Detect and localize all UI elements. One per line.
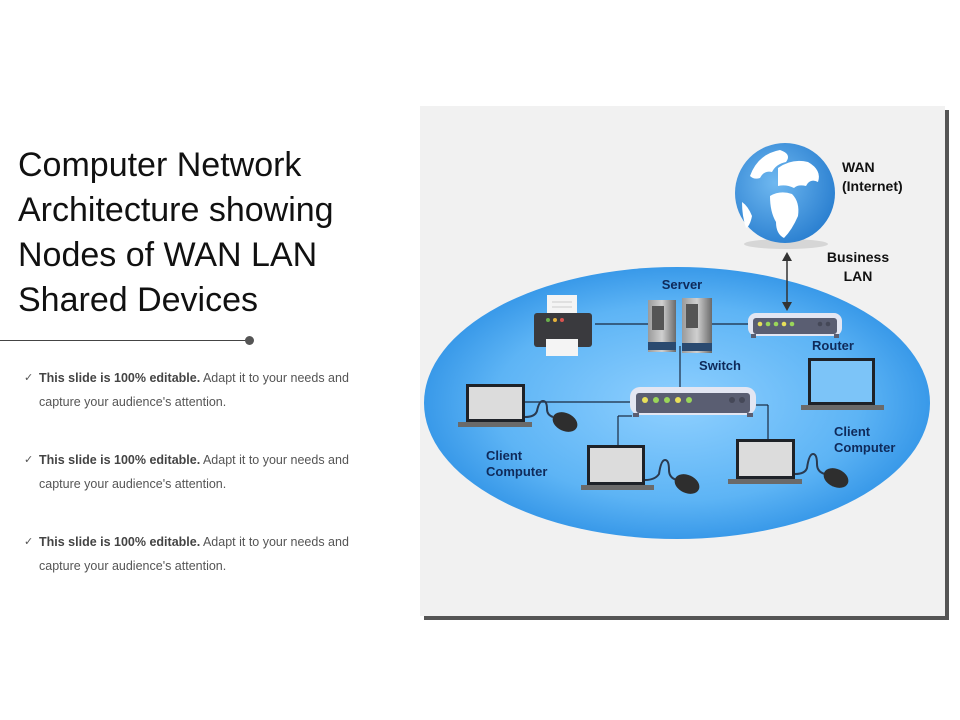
printer-icon xyxy=(534,295,592,356)
business-lan-label-sub: LAN xyxy=(844,268,873,284)
bullet-bold: This slide is 100% editable. xyxy=(39,371,201,385)
laptop-icon xyxy=(581,445,700,494)
title-line: Shared Devices xyxy=(18,281,259,319)
bullet-bold: This slide is 100% editable. xyxy=(39,535,201,549)
client-computer-left-label: Client xyxy=(486,448,523,463)
bullet-bold: This slide is 100% editable. xyxy=(39,453,201,467)
title-line: Nodes of WAN LAN xyxy=(18,236,318,274)
checkmark-icon: ✓ xyxy=(24,454,34,466)
router-icon xyxy=(748,313,842,338)
bullet-text: Adapt it to your needs and capture your … xyxy=(39,535,349,573)
bullet-text: Adapt it to your needs and capture your … xyxy=(39,453,349,491)
title-line: Architecture showing xyxy=(18,191,334,229)
globe-icon xyxy=(735,143,835,249)
bullet-item: ✓ This slide is 100% editable. Adapt it … xyxy=(22,366,372,414)
router-label: Router xyxy=(812,338,854,353)
business-lan-label: Business xyxy=(827,249,889,265)
switch-label: Switch xyxy=(699,358,741,373)
connection-lines xyxy=(525,323,769,446)
bullet-item: ✓ This slide is 100% editable. Adapt it … xyxy=(22,530,372,578)
divider-dot xyxy=(245,336,254,345)
bullet-item: ✓ This slide is 100% editable. Adapt it … xyxy=(22,448,372,496)
checkmark-icon: ✓ xyxy=(24,372,34,384)
network-diagram: WAN (Internet) Business LAN Router Serve… xyxy=(424,143,930,539)
client-computer-right-label: Client xyxy=(834,424,871,439)
bullet-text: Adapt it to your needs and capture your … xyxy=(39,371,349,409)
bullet-list: ✓ This slide is 100% editable. Adapt it … xyxy=(22,366,372,612)
slide-title: Computer Network Architecture showing No… xyxy=(18,143,398,323)
switch-icon xyxy=(630,387,756,417)
wan-label-sub: (Internet) xyxy=(842,178,903,194)
server-label: Server xyxy=(662,277,702,292)
laptop-icon xyxy=(801,358,884,410)
client-computer-left-label-sub: Computer xyxy=(486,464,547,479)
title-line: Computer Network xyxy=(18,146,302,184)
laptop-icon xyxy=(458,384,578,432)
server-icon xyxy=(648,298,712,353)
wan-link-arrow xyxy=(782,252,792,311)
title-divider xyxy=(0,340,248,341)
client-computer-right-label-sub: Computer xyxy=(834,440,895,455)
checkmark-icon: ✓ xyxy=(24,536,34,548)
wan-label: WAN xyxy=(842,159,875,175)
laptop-icon xyxy=(728,439,849,488)
